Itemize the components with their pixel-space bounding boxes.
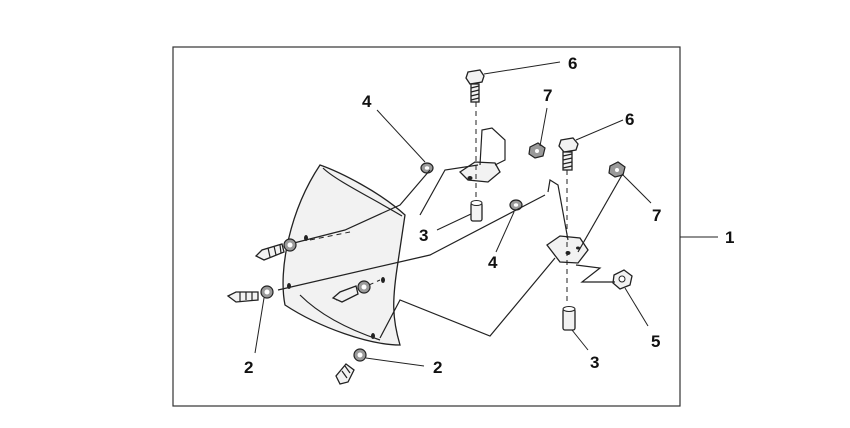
diagram-frame [172, 46, 681, 407]
bracket-left [458, 127, 506, 183]
callout-7-upper: 7 [543, 86, 552, 105]
collar-3-upper [470, 200, 483, 222]
bolt-6-lower [558, 137, 579, 171]
grommet-2-upper [283, 238, 297, 252]
guide-nut [575, 264, 615, 283]
callout-5: 5 [651, 332, 660, 351]
leader-4-upper [376, 109, 426, 163]
screw-bottom [335, 363, 355, 385]
callout-6-lower: 6 [625, 110, 634, 129]
nut-5 [612, 269, 633, 290]
grommet-2-bottom [353, 348, 367, 362]
nut-7-upper [528, 142, 546, 159]
guide-bracket [419, 164, 479, 216]
leader-5 [624, 287, 649, 327]
callout-4-upper: 4 [362, 92, 372, 111]
bolt-6-upper [465, 69, 485, 103]
windscreen [282, 164, 406, 346]
guide-upper-dash [309, 231, 351, 241]
callout-2-left: 2 [244, 358, 253, 377]
grommet-2-left [260, 285, 274, 299]
screw-center [331, 285, 359, 303]
guide-upper [289, 169, 431, 245]
callout-1: 1 [725, 228, 734, 247]
callout-6-upper: 6 [568, 54, 577, 73]
washer-4-lower [509, 199, 523, 211]
callout-7-right: 7 [652, 206, 661, 225]
grommet-center [357, 280, 371, 294]
callout-2-bottom: 2 [433, 358, 442, 377]
screw-upper-left [254, 243, 285, 261]
guide-lower [379, 257, 556, 339]
washer-4-upper [420, 162, 434, 174]
guide-lower-dash [335, 279, 381, 301]
leader-3-lower [571, 329, 589, 351]
leader-4-lower [495, 211, 515, 253]
leader-6-lower [575, 119, 624, 141]
callout-3-lower: 3 [590, 353, 599, 372]
callout-3-upper: 3 [419, 226, 428, 245]
leader-6-upper [483, 61, 561, 75]
guide-right [577, 174, 623, 253]
collar-3-lower [562, 306, 576, 331]
leader-2-left [254, 297, 265, 354]
guide-mid [277, 194, 546, 291]
leader-7-upper [539, 107, 548, 147]
leader-3-upper [436, 213, 472, 231]
screw-mid-left [226, 291, 259, 303]
callout-4-lower: 4 [488, 253, 498, 272]
leader-2-bottom [365, 357, 425, 367]
leader-7-right [621, 173, 652, 204]
